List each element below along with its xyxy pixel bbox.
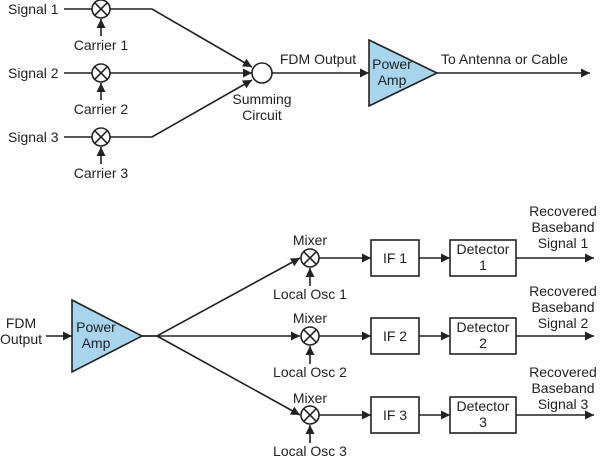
mixer-icon: [300, 326, 320, 346]
amp-label-line1: Power: [372, 56, 412, 72]
if-1-block: [370, 239, 420, 277]
if-2-block: [370, 317, 420, 355]
output-2-label-line1: Recovered: [529, 283, 597, 299]
channel-2: Mixer Local Osc 2 IF 2 Detector 2 Recove…: [273, 283, 597, 380]
input-label-line1: FDM: [6, 315, 36, 331]
carrier-2-label: Carrier 2: [74, 101, 129, 117]
summing-label-line1: Summing: [232, 91, 291, 107]
mixer-icon: [300, 248, 320, 268]
output-2-label-line2: Baseband: [531, 299, 594, 315]
mixer-icon: [300, 405, 320, 425]
output-1-label-line1: Recovered: [529, 203, 597, 219]
mixer-3-label: Mixer: [293, 390, 328, 406]
summing-label-line2: Circuit: [242, 107, 282, 123]
amp-label-line2: Amp: [378, 72, 407, 88]
mixer-3-output-line: [110, 79, 253, 138]
mixer-1-label: Mixer: [293, 232, 328, 248]
mixer-icon: [91, 0, 111, 19]
transmitter-section: Signal 1 Signal 2 Signal 3 Carrier 1: [8, 0, 590, 181]
destination-label: To Antenna or Cable: [441, 51, 568, 67]
if-1-label: IF 1: [383, 250, 407, 266]
if-3-label: IF 3: [383, 407, 407, 423]
output-2-label-line3: Signal 2: [538, 315, 589, 331]
receiver-section: FDM Output Power Amp Mixer Local Osc 1 I…: [0, 203, 597, 459]
output-3-label-line1: Recovered: [529, 364, 597, 380]
detector-1-label-line1: Detector: [457, 241, 510, 257]
detector-3-label-line2: 3: [479, 414, 487, 430]
local-osc-2-label: Local Osc 2: [273, 364, 347, 380]
if-2-label: IF 2: [383, 328, 407, 344]
detector-1-label-line2: 1: [479, 257, 487, 273]
detector-2-label-line2: 2: [479, 335, 487, 351]
input-label-line2: Output: [0, 331, 42, 347]
output-1-label-line2: Baseband: [531, 219, 594, 235]
detector-2-block: [449, 317, 517, 355]
detector-3-label-line1: Detector: [457, 398, 510, 414]
branch-line-3: [156, 335, 301, 416]
mixer-icon: [91, 127, 111, 147]
output-3-label-line3: Signal 3: [538, 396, 589, 412]
channel-3: Mixer Local Osc 3 IF 3 Detector 3 Recove…: [273, 364, 597, 459]
summing-circuit: [251, 62, 273, 84]
if-3-block: [370, 396, 420, 434]
fdm-output-label: FDM Output: [280, 51, 356, 67]
mixer-icon: [91, 63, 111, 83]
local-osc-1-label: Local Osc 1: [273, 286, 347, 302]
channel-1: Mixer Local Osc 1 IF 1 Detector 1 Recove…: [273, 203, 597, 302]
detector-2-label-line1: Detector: [457, 319, 510, 335]
local-osc-3-label: Local Osc 3: [273, 443, 347, 459]
output-3-label-line2: Baseband: [531, 380, 594, 396]
signal-1-label: Signal 1: [8, 1, 59, 17]
mixer-1-output-line: [110, 8, 253, 68]
mixer-2-label: Mixer: [293, 310, 328, 326]
carrier-3-label: Carrier 3: [74, 165, 129, 181]
receiver-amp-label-line2: Amp: [82, 335, 111, 351]
signal-3-label: Signal 3: [8, 129, 59, 145]
carrier-1-label: Carrier 1: [74, 37, 129, 53]
receiver-amp-label-line1: Power: [76, 319, 116, 335]
output-1-label-line3: Signal 1: [538, 235, 589, 251]
detector-1-block: [449, 239, 517, 277]
power-amp: [368, 38, 439, 108]
receiver-power-amp: [71, 298, 144, 374]
signal-2-label: Signal 2: [8, 65, 59, 81]
